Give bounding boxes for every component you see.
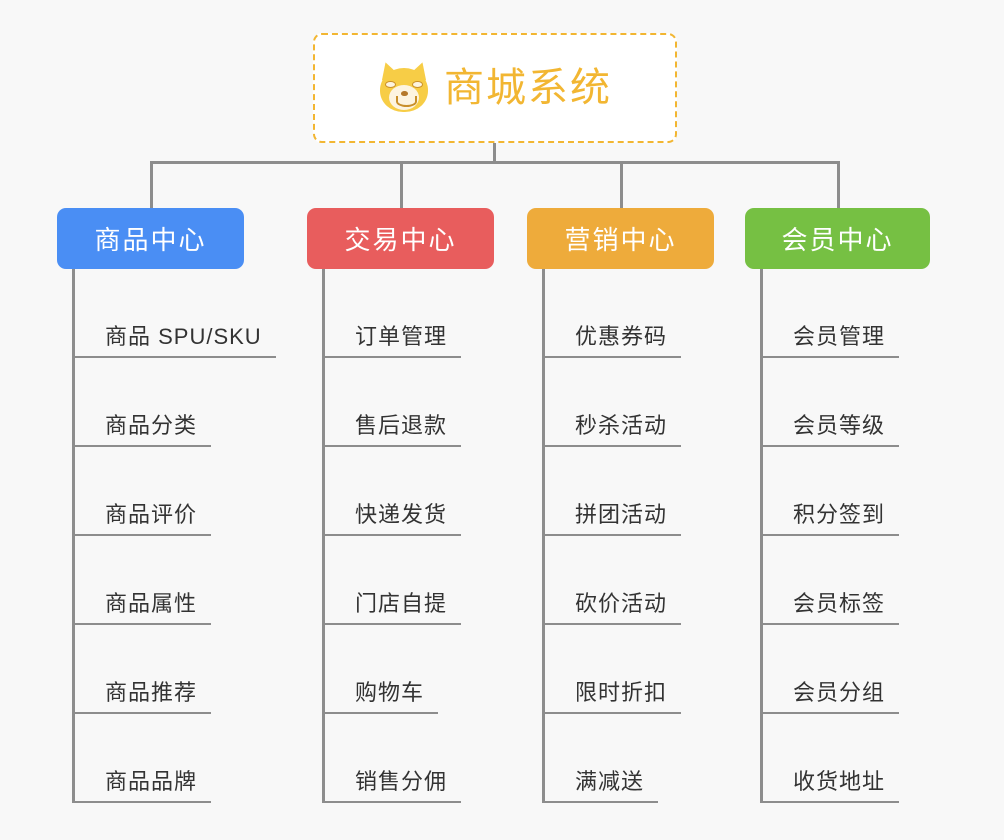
list-item[interactable]: 优惠券码	[545, 269, 714, 358]
leaf-label: 收货地址	[763, 764, 900, 803]
list-item[interactable]: 商品 SPU/SKU	[75, 269, 276, 358]
connector-drop-3	[620, 161, 623, 209]
list-item[interactable]: 销售分佣	[325, 714, 494, 803]
leaf-label: 快递发货	[325, 497, 462, 536]
root-title: 商城系统	[444, 66, 612, 110]
leaf-label: 商品评价	[75, 497, 212, 536]
list-item[interactable]: 收货地址	[763, 714, 930, 803]
leaf-label: 限时折扣	[545, 675, 682, 714]
branch-column-4: 会员中心 会员管理 会员等级 积分签到 会员标签 会员分组 收货地址	[745, 208, 930, 803]
list-item[interactable]: 门店自提	[325, 536, 494, 625]
branch-column-2: 交易中心 订单管理 售后退款 快递发货 门店自提 购物车 销售分佣	[307, 208, 494, 803]
leaf-label: 砍价活动	[545, 586, 682, 625]
leaf-label: 订单管理	[325, 319, 462, 358]
category-header-3[interactable]: 营销中心	[527, 208, 714, 269]
leaf-label: 会员等级	[763, 408, 900, 447]
leaf-label: 满减送	[545, 764, 659, 803]
leaf-label: 销售分佣	[325, 764, 462, 803]
leaf-label: 门店自提	[325, 586, 462, 625]
connector-root-stem	[493, 143, 496, 164]
list-item[interactable]: 会员管理	[763, 269, 930, 358]
connector-drop-1	[150, 161, 153, 209]
leaf-label: 会员管理	[763, 319, 900, 358]
leaf-label: 优惠券码	[545, 319, 682, 358]
list-item[interactable]: 订单管理	[325, 269, 494, 358]
leaf-label: 商品分类	[75, 408, 212, 447]
connector-drop-2	[400, 161, 403, 209]
leaf-label: 购物车	[325, 675, 439, 714]
root-node-商城系统[interactable]: 商城系统	[313, 33, 677, 143]
leaf-label: 商品 SPU/SKU	[75, 319, 276, 358]
leaf-label: 会员分组	[763, 675, 900, 714]
list-item[interactable]: 商品品牌	[75, 714, 276, 803]
leaf-label: 秒杀活动	[545, 408, 682, 447]
leaf-label: 售后退款	[325, 408, 462, 447]
list-item[interactable]: 快递发货	[325, 447, 494, 536]
list-item[interactable]: 会员分组	[763, 625, 930, 714]
leaf-label: 商品品牌	[75, 764, 212, 803]
list-item[interactable]: 商品评价	[75, 447, 276, 536]
list-item[interactable]: 秒杀活动	[545, 358, 714, 447]
connector-drop-4	[837, 161, 840, 209]
list-item[interactable]: 积分签到	[763, 447, 930, 536]
list-item[interactable]: 拼团活动	[545, 447, 714, 536]
list-item[interactable]: 购物车	[325, 625, 494, 714]
shiba-dog-face-icon	[376, 59, 432, 114]
category-header-1[interactable]: 商品中心	[57, 208, 244, 269]
leaf-label: 拼团活动	[545, 497, 682, 536]
list-item[interactable]: 限时折扣	[545, 625, 714, 714]
leaf-list-3: 优惠券码 秒杀活动 拼团活动 砍价活动 限时折扣 满减送	[542, 269, 714, 803]
list-item[interactable]: 会员标签	[763, 536, 930, 625]
category-header-2[interactable]: 交易中心	[307, 208, 494, 269]
list-item[interactable]: 会员等级	[763, 358, 930, 447]
leaf-label: 商品属性	[75, 586, 212, 625]
leaf-list-2: 订单管理 售后退款 快递发货 门店自提 购物车 销售分佣	[322, 269, 494, 803]
list-item[interactable]: 商品属性	[75, 536, 276, 625]
category-header-4[interactable]: 会员中心	[745, 208, 930, 269]
leaf-label: 会员标签	[763, 586, 900, 625]
list-item[interactable]: 砍价活动	[545, 536, 714, 625]
leaf-list-4: 会员管理 会员等级 积分签到 会员标签 会员分组 收货地址	[760, 269, 930, 803]
connector-horizontal-bus	[150, 161, 840, 164]
list-item[interactable]: 售后退款	[325, 358, 494, 447]
list-item[interactable]: 商品分类	[75, 358, 276, 447]
list-item[interactable]: 商品推荐	[75, 625, 276, 714]
leaf-label: 商品推荐	[75, 675, 212, 714]
leaf-label: 积分签到	[763, 497, 900, 536]
branch-column-3: 营销中心 优惠券码 秒杀活动 拼团活动 砍价活动 限时折扣 满减送	[527, 208, 714, 803]
leaf-list-1: 商品 SPU/SKU 商品分类 商品评价 商品属性 商品推荐 商品品牌	[72, 269, 276, 803]
list-item[interactable]: 满减送	[545, 714, 714, 803]
branch-column-1: 商品中心 商品 SPU/SKU 商品分类 商品评价 商品属性 商品推荐 商品品牌	[57, 208, 276, 803]
